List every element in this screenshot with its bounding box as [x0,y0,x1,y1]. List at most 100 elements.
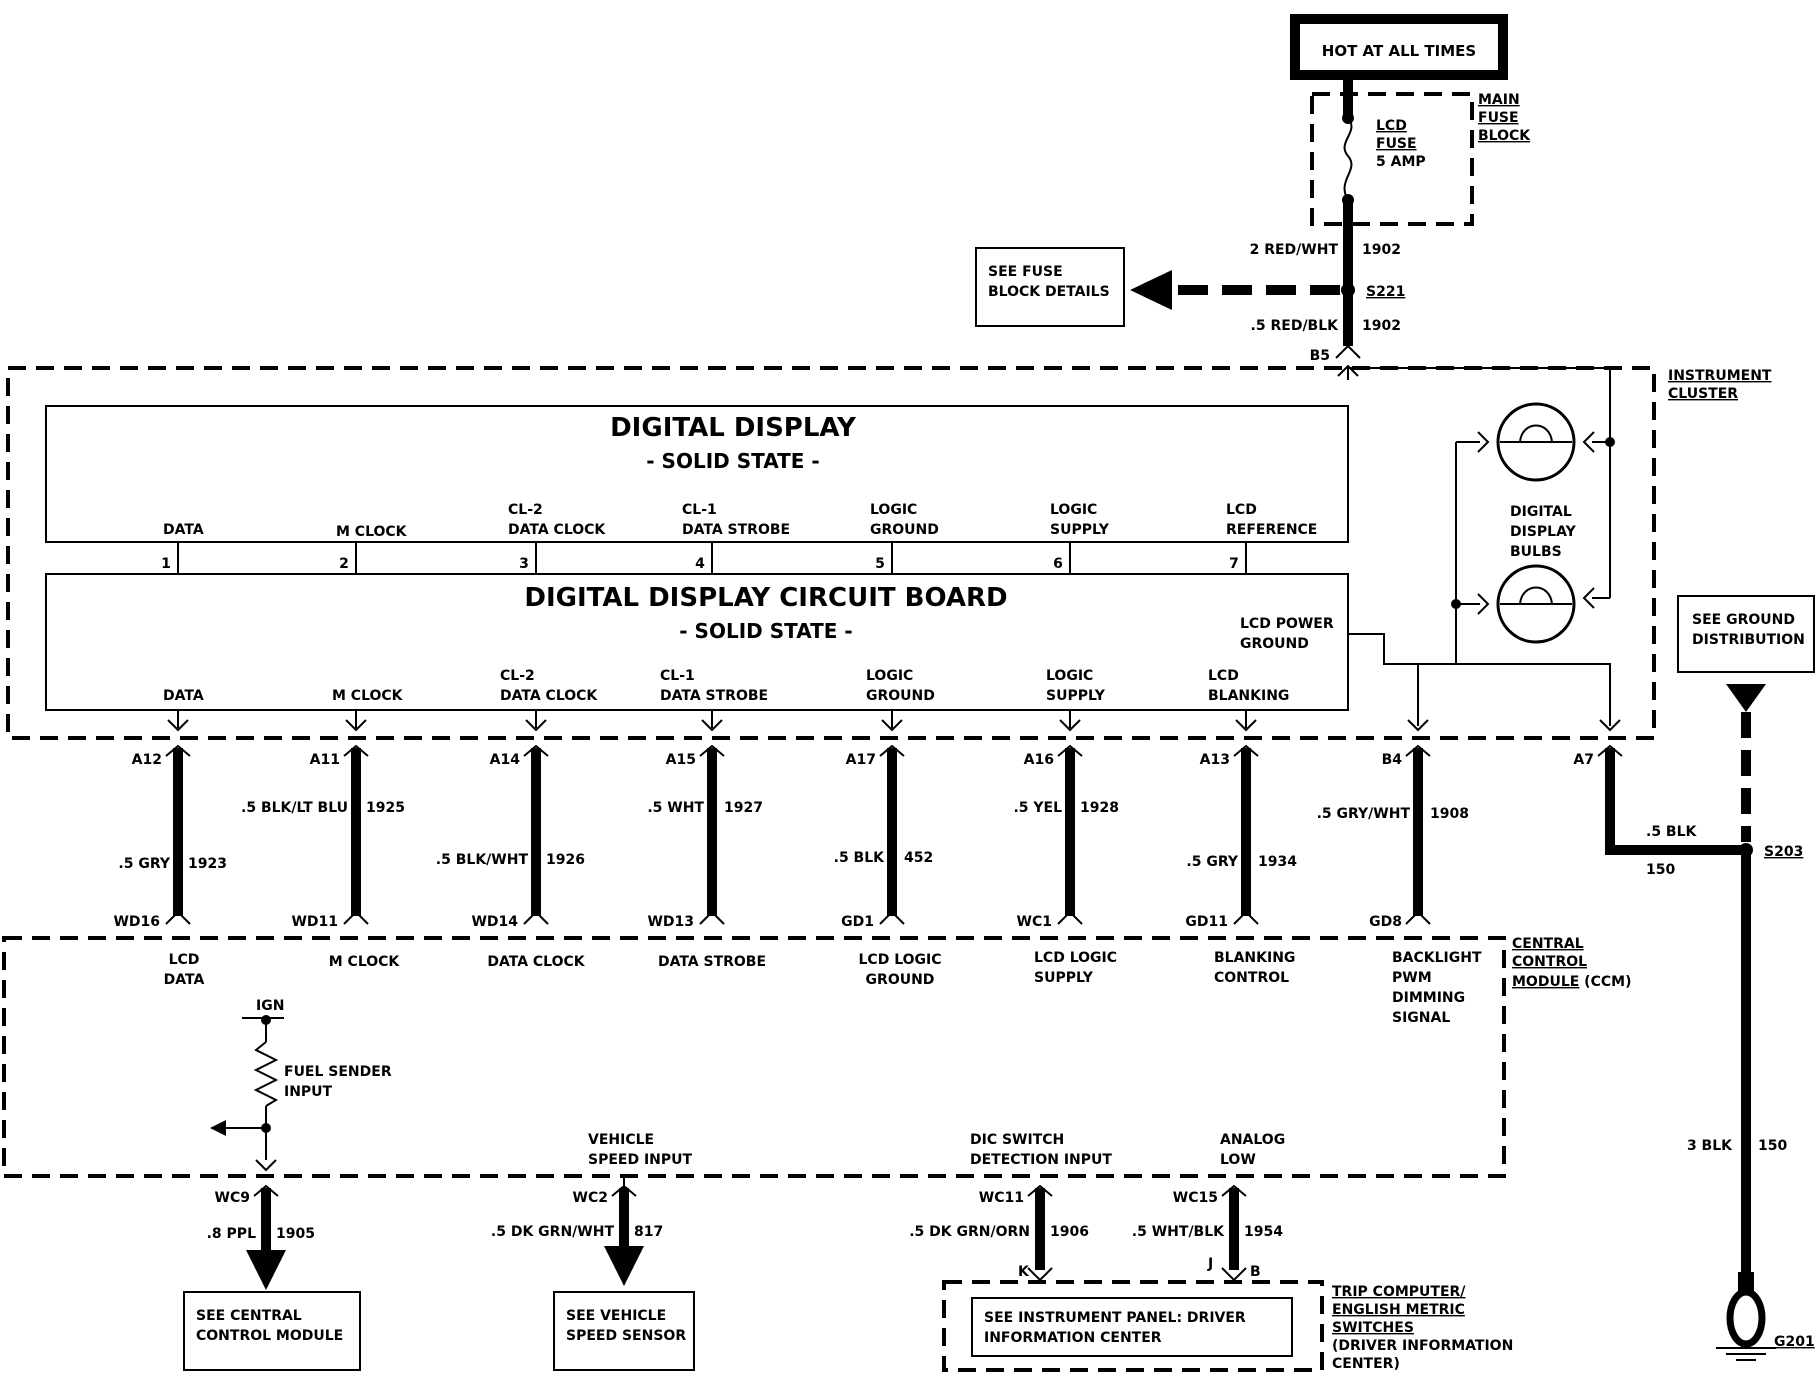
wire-6-bottom-connector-icon [1057,910,1083,925]
wire-1-arrow-icon [167,719,189,732]
cb-label-7-line2: BLANKING [1208,688,1289,704]
main-fuse-block-label-1: MAIN [1478,92,1520,108]
wire-8-arrow-icon [1407,719,1429,732]
digital-display-subtitle: - SOLID STATE - [646,449,819,473]
top-wire-lower-circuit: 1902 [1362,318,1401,334]
pin-2: 2 [339,556,349,572]
lcd-power-ground-line1: LCD POWER [1240,616,1334,632]
ccm-wire-8-line3: DIMMING [1392,990,1465,1006]
pin-1: 1 [161,556,171,572]
see-fuse-block-box [975,247,1125,327]
top-wire-lower-gauge: .5 RED/BLK [1251,318,1340,334]
cb-label-1-line2: DATA [163,688,204,704]
dd-label-4-line2: DATA STROBE [682,522,790,538]
wire-2-circuit: 1925 [366,800,405,816]
wc2-pin: WC2 [573,1190,608,1206]
wire-7-gauge: .5 GRY [1186,854,1238,870]
wc11-pin: WC11 [979,1190,1024,1206]
wire-5-arrow-icon [881,719,903,732]
cb-label-5-line1: LOGIC [866,668,913,684]
digital-display-labels: DATA M CLOCK CL-2 DATA CLOCK CL-1 DATA S… [163,502,1317,540]
digital-display-bulbs: DIGITAL DISPLAY BULBS [1348,367,1615,726]
cb-label-4-line1: CL-1 [660,668,695,684]
main-fuse-block-label-3: BLOCK [1478,128,1531,144]
dd-label-2-line2: M CLOCK [336,524,408,540]
wire-4-circuit: 1927 [724,800,763,816]
top-wire-upper-circuit: 1902 [1362,242,1401,258]
ccm-label-3a: MODULE [1512,974,1579,990]
ground-wire-gauge: .5 BLK [1646,824,1698,840]
wire-7-top-connector-icon [1233,744,1259,757]
wire-5-bottom-pin: GD1 [841,914,874,930]
ccm-wire-8-line2: PWM [1392,970,1432,986]
see-vss-line2: SPEED SENSOR [566,1328,686,1344]
wc9-circuit: 1905 [276,1226,315,1242]
dd-label-5-line1: LOGIC [870,502,917,518]
wire-6-top-connector-icon [1057,744,1083,757]
digital-display-box [45,405,1349,543]
wire-1905-arrow-icon [246,1250,286,1290]
pin-5: 5 [875,556,885,572]
wire-4-arrow-icon [701,719,723,732]
pin-strip: 1 2 3 4 5 6 7 [161,542,1247,574]
dd-label-5-line2: GROUND [870,522,939,538]
cb-label-5-line2: GROUND [866,688,935,704]
ccm-wire-labels: LCD DATA M CLOCK DATA CLOCK DATA STROBE … [164,950,1482,1026]
trip-computer-line1: TRIP COMPUTER/ [1332,1284,1466,1300]
cb-label-6-line1: LOGIC [1046,668,1093,684]
see-fuse-block-label-2: BLOCK DETAILS [988,284,1110,300]
wire-3-bottom-connector-icon [523,910,549,925]
wire-4-bottom-pin: WD13 [647,914,694,930]
see-dic-line1: SEE INSTRUMENT PANEL: DRIVER [984,1310,1246,1326]
bulb-2-right-terminal [1582,587,1595,609]
cb-label-7-line1: LCD [1208,668,1239,684]
dd-label-6-line1: LOGIC [1050,502,1097,518]
wire-8-circuit: 1908 [1430,806,1469,822]
wire-1-top-connector-icon [165,744,191,757]
wire-5-circuit: 452 [904,850,933,866]
ccm-wire-5-line2: GROUND [866,972,935,988]
fuse-label-2: FUSE [1376,136,1417,152]
wire-2-arrow-icon [345,719,367,732]
wire-3-bottom-pin: WD14 [471,914,518,930]
lcd-power-ground-trace [1348,633,1611,726]
wire-7-circuit: 1934 [1258,854,1297,870]
wire-1-bottom-pin: WD16 [113,914,160,930]
cb-label-6-line2: SUPPLY [1046,688,1106,704]
bulb-1-right-terminal [1582,431,1595,453]
see-ground-distribution-line1: SEE GROUND [1692,612,1795,628]
pin-6: 6 [1053,556,1063,572]
wc15-end-j-label: J [1207,1256,1213,1272]
see-ccm-line1: SEE CENTRAL [196,1308,302,1324]
ccm-label-1: CENTRAL [1512,936,1584,952]
wc9-connector-icon [253,1184,279,1197]
trip-computer-line4: (DRIVER INFORMATION [1332,1338,1513,1354]
wc2-circuit: 817 [634,1224,663,1240]
dd-label-3-line2: DATA CLOCK [508,522,606,538]
bulbs-label-2: DISPLAY [1510,524,1577,540]
top-wire-upper-gauge: 2 RED/WHT [1250,242,1339,258]
wire-3-top-connector-icon [523,744,549,757]
bulb-2-filament [1500,586,1572,605]
cb-label-3-line2: DATA CLOCK [500,688,598,704]
ccm-wire-3-line1: DATA CLOCK [487,954,585,970]
fuel-sender-line2: INPUT [284,1084,333,1100]
splice-s221-dot [1341,283,1355,297]
pin-7: 7 [1229,556,1239,572]
wire-6-circuit: 1928 [1080,800,1119,816]
wc9-gauge: .8 PPL [207,1226,256,1242]
dd-label-7-line2: REFERENCE [1226,522,1317,538]
wire-6-top-pin: A16 [1024,752,1054,768]
cb-label-3-line1: CL-2 [500,668,535,684]
wire-4-top-connector-icon [699,744,725,757]
see-dic-line2: INFORMATION CENTER [984,1330,1162,1346]
wire-5-gauge: .5 BLK [834,850,886,866]
dd-label-4-line1: CL-1 [682,502,717,518]
dd-label-6-line2: SUPPLY [1050,522,1110,538]
dic-switch-line2: DETECTION INPUT [970,1152,1112,1168]
wire-7-top-pin: A13 [1200,752,1230,768]
pin-3: 3 [519,556,529,572]
wire-3-arrow-icon [525,719,547,732]
ccm-label-2: CONTROL [1512,954,1587,970]
instrument-cluster-label-1: INSTRUMENT [1668,368,1772,384]
